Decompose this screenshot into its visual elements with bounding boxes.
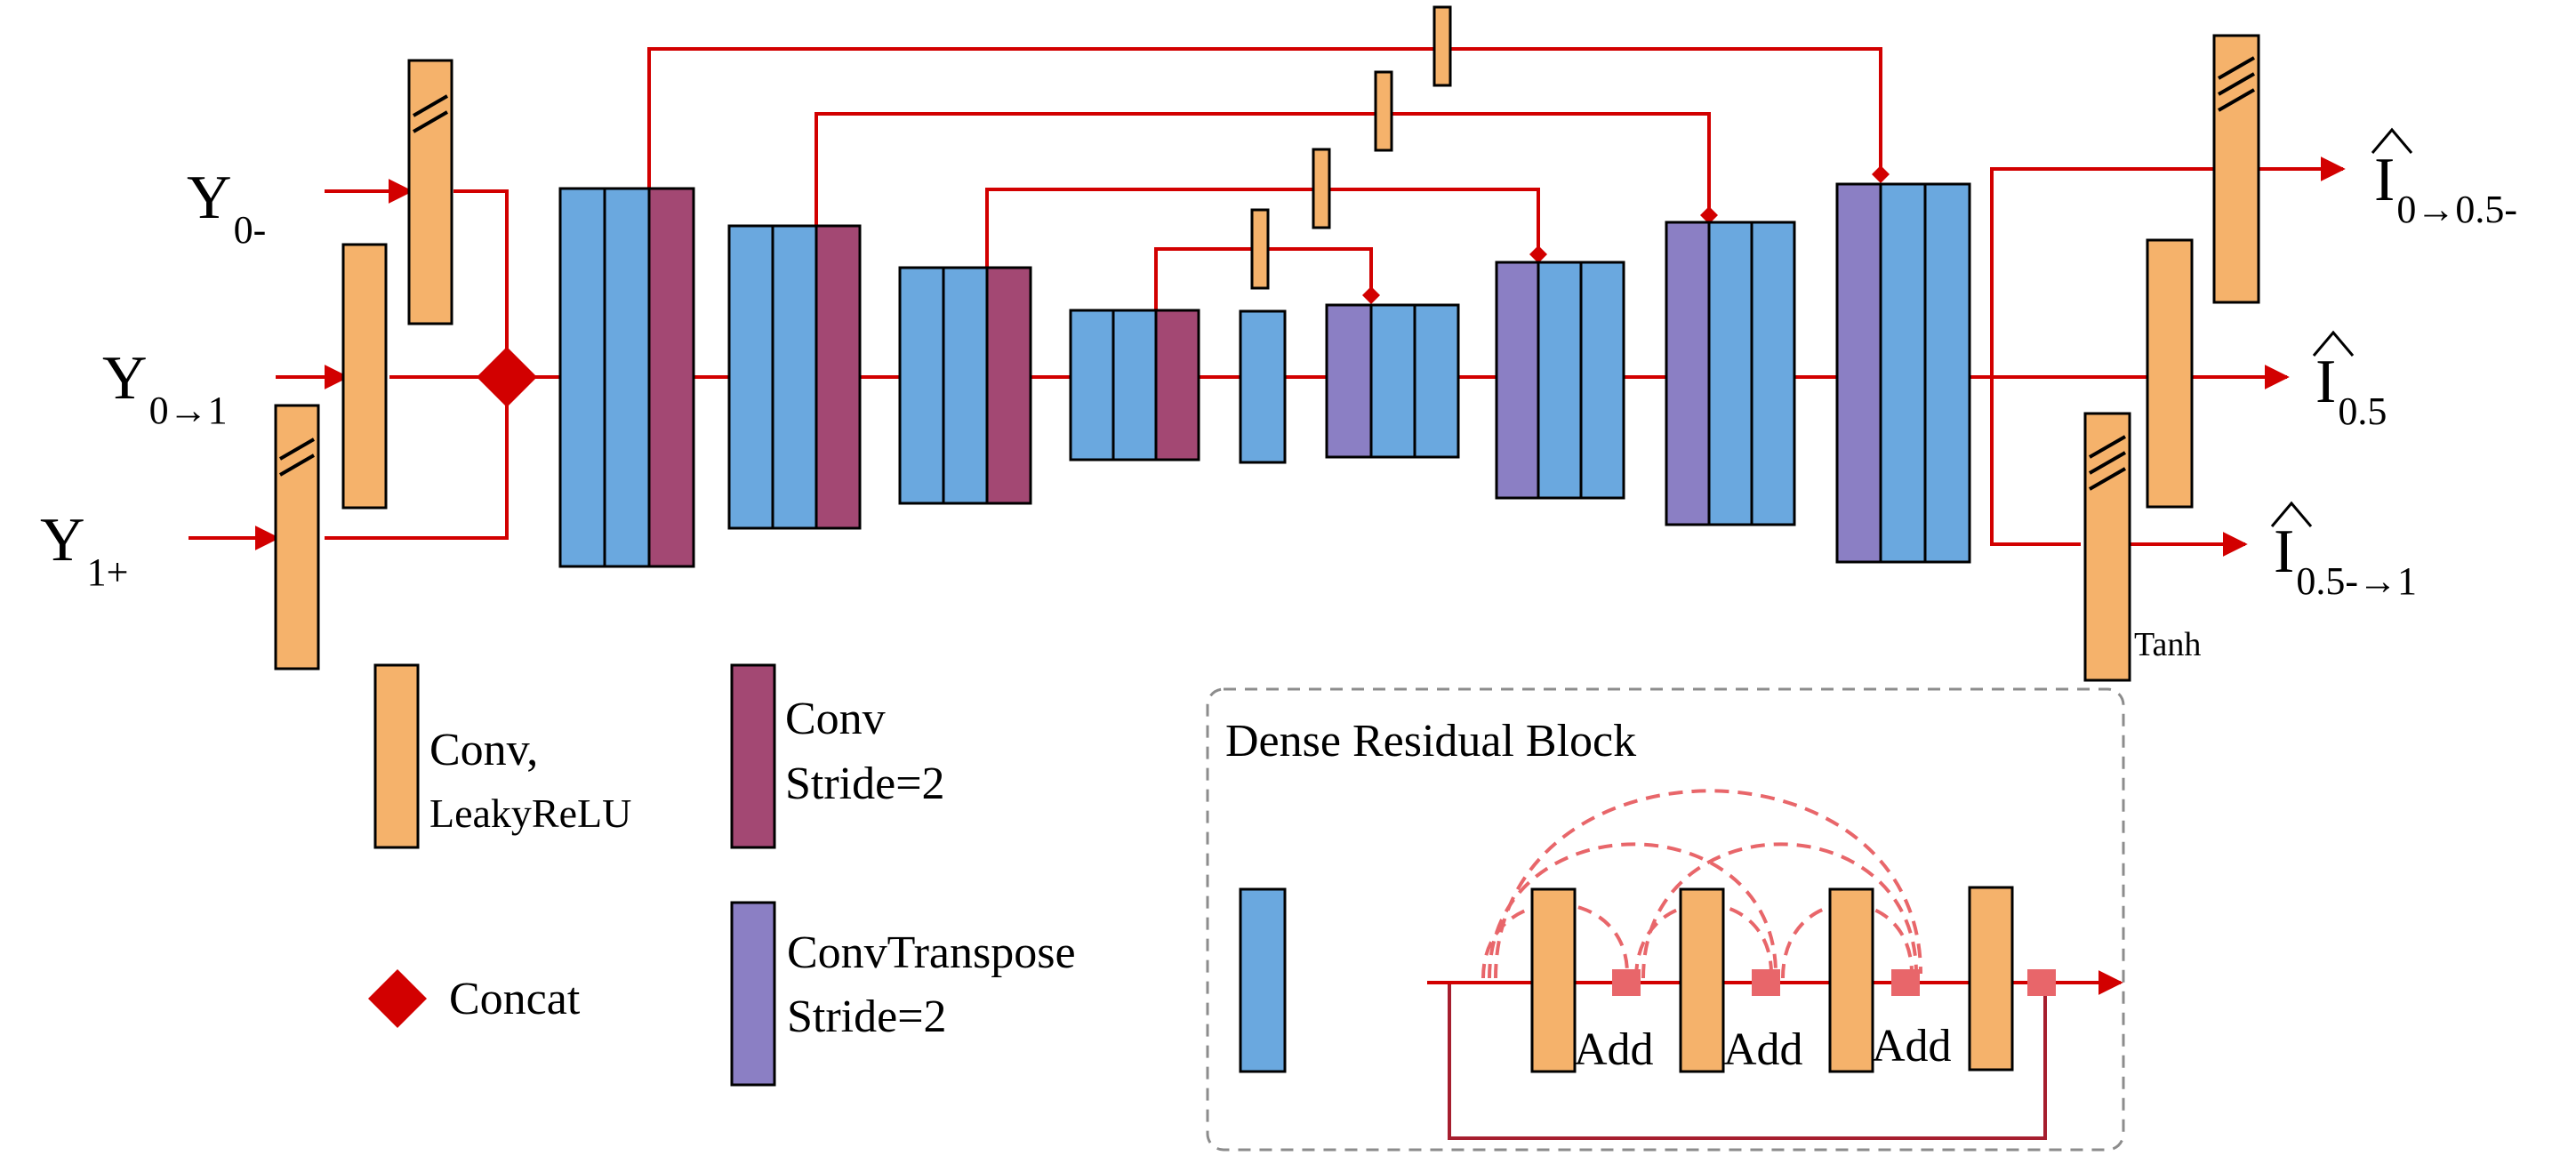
input-conv-blocks	[274, 59, 453, 670]
input-labels: Y0- Y0→1 Y1+	[40, 164, 266, 594]
output-label-i051: I0.5-→1	[2274, 518, 2417, 603]
legend-swatch-conv-leaky	[373, 663, 420, 849]
legend-swatch-conv-stride	[730, 663, 776, 849]
tanh-label: Tanh	[2134, 626, 2201, 663]
skip-conv-block	[1250, 208, 1270, 290]
add-node	[1752, 969, 1780, 996]
add-node	[1612, 969, 1641, 996]
output-label-i005: I0→0.5-	[2374, 146, 2517, 231]
decoder-stage-1	[1325, 303, 1460, 459]
skip-concat-marker	[1529, 245, 1547, 263]
legend-conv-leaky-line1: Conv,	[429, 725, 538, 775]
output-conv-i005	[2212, 34, 2260, 304]
main-flow-lines	[189, 47, 2346, 557]
skip-conv-block	[1374, 70, 1393, 152]
add-label-1: Add	[1574, 1024, 1654, 1075]
hat-mark	[2371, 127, 2413, 154]
input-conv-y0m	[407, 59, 453, 325]
dense-conv-block	[1968, 886, 2014, 1072]
dense-conv-block	[1828, 887, 1874, 1073]
legend-conv-leaky-line2: LeakyReLU	[429, 791, 631, 836]
input-conv-y1p	[274, 404, 320, 670]
dense-conv-block	[1530, 887, 1577, 1073]
output-labels: I0→0.5- I0.5 I0.5-→1 Tanh	[2134, 127, 2517, 663]
legend-swatch-convtranspose	[730, 901, 776, 1087]
skip-concat-marker	[1362, 286, 1380, 304]
output-label-i05: I0.5	[2315, 348, 2387, 433]
decoder-stage-4	[1835, 182, 1971, 564]
skip-conv-block	[1312, 148, 1331, 229]
dense-block-frame	[1206, 687, 2125, 1152]
add-node	[2027, 969, 2056, 996]
output-conv-blocks	[2083, 34, 2260, 682]
concat-diamond	[477, 347, 537, 407]
hat-mark	[2312, 330, 2355, 357]
legend-concat-label: Concat	[449, 974, 581, 1024]
skip-concat-marker	[1872, 165, 1890, 183]
output-conv-i05	[2146, 238, 2194, 509]
bottleneck-block	[1239, 309, 1287, 464]
skip-conv-block	[1432, 5, 1452, 87]
encoder-stage-1	[558, 187, 695, 568]
input-label-y01: Y0→1	[102, 344, 228, 432]
dense-residual-block: Dense Residual Block	[1206, 687, 2125, 1152]
input-label-y0m: Y0-	[187, 164, 266, 252]
decoder-stage-3	[1665, 221, 1796, 526]
skip-concat-markers	[1362, 165, 1890, 304]
encoder-stage-4	[1069, 309, 1200, 462]
dense-conv-block	[1679, 887, 1725, 1073]
dense-block-title: Dense Residual Block	[1225, 716, 1636, 767]
add-label-2: Add	[1723, 1024, 1803, 1075]
skip-conv-blocks	[1250, 5, 1452, 290]
legend-convtranspose-line1: ConvTranspose	[787, 927, 1076, 978]
output-conv-i051	[2083, 412, 2131, 682]
legend-conv-stride-line1: Conv	[785, 694, 886, 744]
skip-concat-marker	[1700, 206, 1718, 224]
encoder-stage-3	[898, 266, 1032, 505]
legend-concat-diamond	[368, 969, 427, 1028]
hat-mark	[2270, 501, 2313, 527]
dense-block-legend-swatch	[1239, 887, 1287, 1073]
legend-convtranspose-line2: Stride=2	[787, 991, 947, 1042]
input-label-y1p: Y1+	[40, 506, 128, 594]
encoder-stage-2	[727, 224, 862, 530]
residual-bypass-line	[1448, 983, 2047, 1140]
input-conv-y01	[341, 243, 388, 510]
decoder-stage-2	[1495, 261, 1625, 500]
dense-skip-arcs	[1481, 789, 1922, 979]
legend: Conv, LeakyReLU Conv Stride=2 Concat Con…	[368, 663, 1076, 1087]
legend-conv-stride-line2: Stride=2	[785, 759, 945, 809]
add-label-3: Add	[1872, 1021, 1952, 1072]
add-node	[1891, 969, 1920, 996]
encoder-decoder-blocks	[558, 182, 1971, 568]
